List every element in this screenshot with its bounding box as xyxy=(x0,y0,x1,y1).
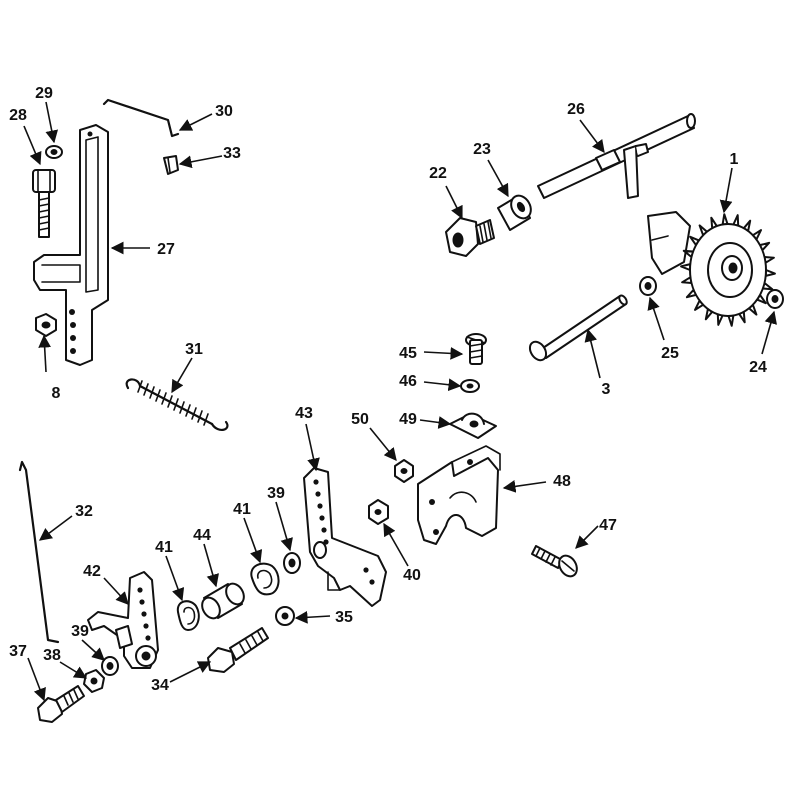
callout-35: 35 xyxy=(335,609,353,626)
callout-28: 28 xyxy=(9,107,27,124)
callout-50: 50 xyxy=(351,411,369,428)
part-45-screw xyxy=(465,333,487,365)
callout-labels: 1 3 8 22 23 24 25 26 27 28 29 30 31 32 3… xyxy=(9,85,767,694)
part-24-washer xyxy=(766,289,784,309)
callout-44: 44 xyxy=(193,527,211,544)
part-35-washer xyxy=(275,606,295,626)
part-22-fitting xyxy=(445,217,495,257)
part-38-nut xyxy=(83,669,105,693)
callout-33: 33 xyxy=(223,145,241,162)
part-47-screw xyxy=(531,545,578,578)
callout-39-lower: 39 xyxy=(71,623,89,640)
callout-leaders xyxy=(23,101,777,702)
part-46-lock-washer xyxy=(460,379,480,393)
callout-40: 40 xyxy=(403,567,421,584)
callout-41-left: 41 xyxy=(155,539,173,556)
callout-43: 43 xyxy=(295,405,313,422)
callout-26: 26 xyxy=(567,101,585,118)
callout-38: 38 xyxy=(43,647,61,664)
part-39-washer-lower xyxy=(101,656,119,676)
callout-25: 25 xyxy=(661,345,679,362)
part-30-rod xyxy=(102,98,180,138)
callout-32: 32 xyxy=(75,503,93,520)
callout-42: 42 xyxy=(83,563,101,580)
callout-47: 47 xyxy=(599,517,617,534)
callout-37: 37 xyxy=(9,643,27,660)
part-23-bushing xyxy=(497,194,532,231)
part-34-bolt xyxy=(207,627,269,673)
callout-46: 46 xyxy=(399,373,417,390)
part-41-clip-right xyxy=(250,562,280,596)
callout-34: 34 xyxy=(151,677,169,694)
callout-22: 22 xyxy=(429,165,447,182)
part-48-bracket xyxy=(417,445,501,545)
callout-49: 49 xyxy=(399,411,417,428)
part-31-spring xyxy=(125,378,229,431)
gear-teeth xyxy=(680,213,776,327)
part-32-rod xyxy=(18,460,60,644)
callout-23: 23 xyxy=(473,141,491,158)
callout-39-upper: 39 xyxy=(267,485,285,502)
callout-27: 27 xyxy=(157,241,175,258)
callout-31: 31 xyxy=(185,341,203,358)
part-37-bolt xyxy=(37,685,85,723)
part-43-plate xyxy=(303,467,387,607)
callout-1: 1 xyxy=(730,151,739,168)
part-40-nut xyxy=(368,499,389,525)
part-50-nut xyxy=(394,459,414,483)
part-44-bushing xyxy=(201,582,245,620)
part-8-nut xyxy=(35,313,57,337)
callout-48: 48 xyxy=(553,473,571,490)
callout-3: 3 xyxy=(602,381,611,398)
callout-41-right: 41 xyxy=(233,501,251,518)
part-42-lever xyxy=(87,571,159,669)
part-49-clamp xyxy=(449,412,497,439)
part-29-pin xyxy=(45,145,63,159)
part-3-pin xyxy=(528,294,628,362)
part-33-clip xyxy=(163,155,179,175)
part-27-slotted-lever xyxy=(33,124,109,366)
part-28-bolt xyxy=(32,169,56,238)
part-41-clip-left xyxy=(176,600,200,631)
callout-8: 8 xyxy=(52,385,61,402)
callout-29: 29 xyxy=(35,85,53,102)
callout-30: 30 xyxy=(215,103,233,120)
part-39-washer-upper xyxy=(283,552,301,574)
callout-45: 45 xyxy=(399,345,417,362)
part-25-washer xyxy=(639,276,657,296)
part-26-shaft xyxy=(537,113,696,199)
part-1-gear-assembly xyxy=(647,211,776,327)
callout-24: 24 xyxy=(749,359,767,376)
